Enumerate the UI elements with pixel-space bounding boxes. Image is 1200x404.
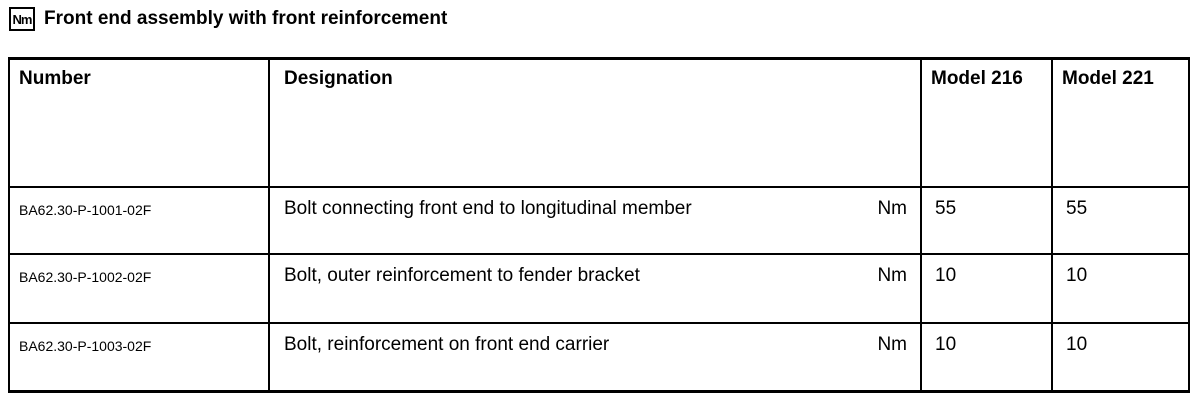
unit-label: Nm [877, 334, 907, 355]
designation-text: Bolt connecting front end to longitudina… [284, 198, 692, 219]
cell-designation: Bolt, reinforcement on front end carrier… [268, 322, 920, 390]
column-header-designation: Designation [268, 60, 920, 186]
cell-value-model-221: 55 [1051, 186, 1188, 253]
cell-designation: Bolt connecting front end to longitudina… [268, 186, 920, 253]
unit-label: Nm [877, 265, 907, 286]
cell-document-number: BA62.30-P-1003-02F [10, 322, 268, 390]
cell-value-model-216: 55 [920, 186, 1051, 253]
column-header-model-216: Model 216 [920, 60, 1051, 186]
designation-text: Bolt, reinforcement on front end carrier [284, 334, 610, 355]
unit-label: Nm [877, 198, 907, 219]
designation-text: Bolt, outer reinforcement to fender brac… [284, 265, 640, 286]
column-header-model-221: Model 221 [1051, 60, 1188, 186]
cell-value-model-221: 10 [1051, 253, 1188, 322]
page-title: Front end assembly with front reinforcem… [44, 8, 448, 29]
cell-value-model-216: 10 [920, 322, 1051, 390]
cell-document-number: BA62.30-P-1002-02F [10, 253, 268, 322]
cell-value-model-216: 10 [920, 253, 1051, 322]
cell-designation: Bolt, outer reinforcement to fender brac… [268, 253, 920, 322]
torque-spec-table: Number Designation Model 216 Model 221 B… [8, 57, 1190, 393]
cell-document-number: BA62.30-P-1001-02F [10, 186, 268, 253]
column-header-number: Number [19, 68, 91, 89]
cell-value-model-221: 10 [1051, 322, 1188, 390]
torque-nm-icon: Nm [9, 7, 35, 31]
page-header: Nm Front end assembly with front reinfor… [9, 7, 447, 31]
